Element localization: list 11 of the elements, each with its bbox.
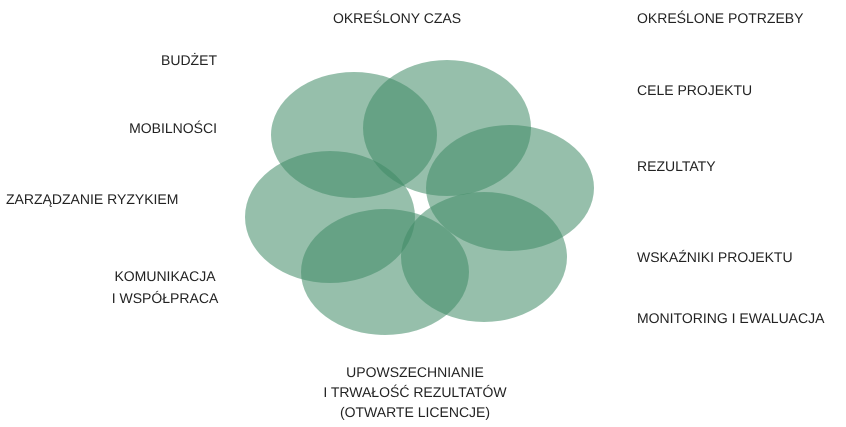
category-label: ZARZĄDZANIE RYZYKIEM	[6, 190, 178, 209]
category-label: MOBILNOŚCI	[129, 119, 217, 138]
category-label: OKREŚLONY CZAS	[332, 9, 462, 28]
category-label: UPOWSZECHNIANIE I TRWAŁOŚĆ REZULTATÓW (OTWARTE LICENCJE)	[323, 363, 507, 422]
category-label: BUDŻET	[161, 51, 217, 70]
category-label: OKREŚLONE POTRZEBY	[637, 9, 804, 28]
category-label: CELE PROJEKTU	[637, 81, 752, 100]
category-label: REZULTATY	[637, 157, 716, 176]
category-label: KOMUNIKACJA I WSPÓŁPRACA	[112, 267, 218, 308]
category-label: WSKAŹNIKI PROJEKTU	[637, 248, 793, 267]
category-label: MONITORING I EWALUACJA	[637, 309, 824, 328]
